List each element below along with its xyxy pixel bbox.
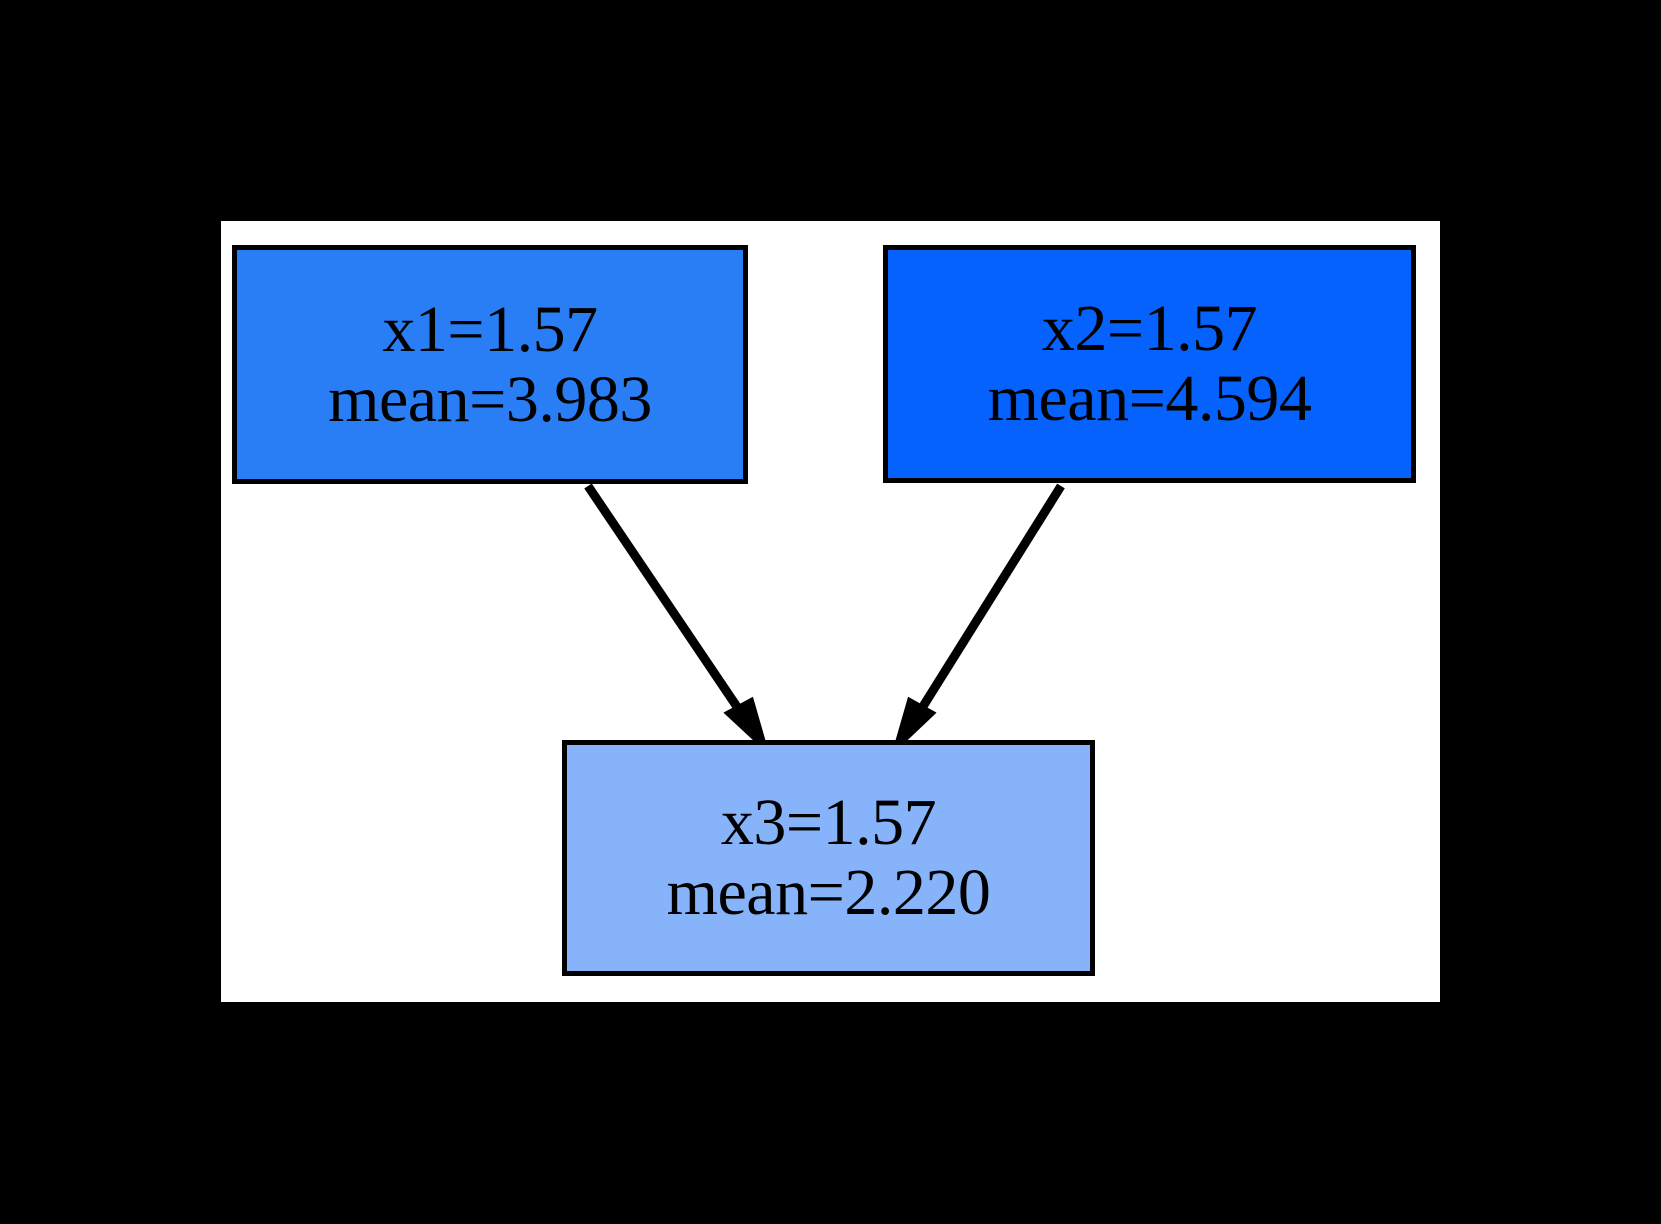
edge-x2-to-x3-arrowhead	[891, 696, 937, 756]
edge-x2-to-x3	[891, 483, 1065, 756]
edge-x1-to-x3-line	[584, 483, 758, 735]
node-x1-line2: mean=3.983	[328, 362, 652, 436]
node-x3-line1: x3=1.57	[720, 786, 937, 860]
node-x2-line2: mean=4.594	[987, 362, 1312, 435]
edge-x2-to-x3-line	[903, 483, 1065, 735]
node-x2[interactable]: x2=1.57 mean=4.594	[883, 245, 1416, 483]
node-x3[interactable]: x3=1.57 mean=2.220	[562, 740, 1095, 976]
graph-canvas: x1=1.57 mean=3.983 x2=1.57 mean=4.594 x3…	[221, 221, 1440, 1002]
edge-x1-to-x3	[584, 483, 770, 756]
node-x3-line2: mean=2.220	[666, 856, 991, 929]
edge-x1-to-x3-arrowhead	[723, 696, 770, 756]
node-x1[interactable]: x1=1.57 mean=3.983	[232, 245, 748, 484]
node-x1-line1: x1=1.57	[382, 292, 598, 366]
edge-layer	[584, 483, 1065, 756]
node-x2-line1: x2=1.57	[1041, 292, 1258, 366]
